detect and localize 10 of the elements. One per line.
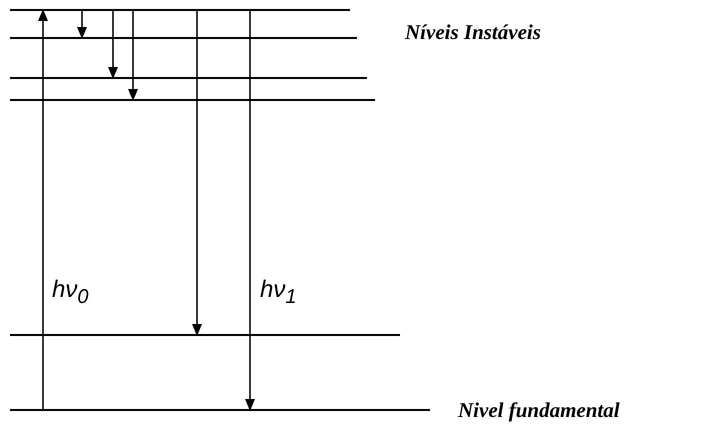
transition-arrow [38, 9, 48, 410]
transition-arrow [245, 10, 255, 411]
edge-label: hν$_{0}$ [52, 276, 88, 310]
level-label: Nivel fundamental [458, 398, 620, 422]
group-label: Níveis Instáveis [405, 20, 541, 44]
transition-arrow [192, 10, 202, 336]
transition-arrow [128, 10, 138, 101]
transition-arrow [77, 10, 87, 39]
transition-arrow [108, 10, 118, 79]
edge-label: hν$_{1}$ [260, 276, 296, 310]
